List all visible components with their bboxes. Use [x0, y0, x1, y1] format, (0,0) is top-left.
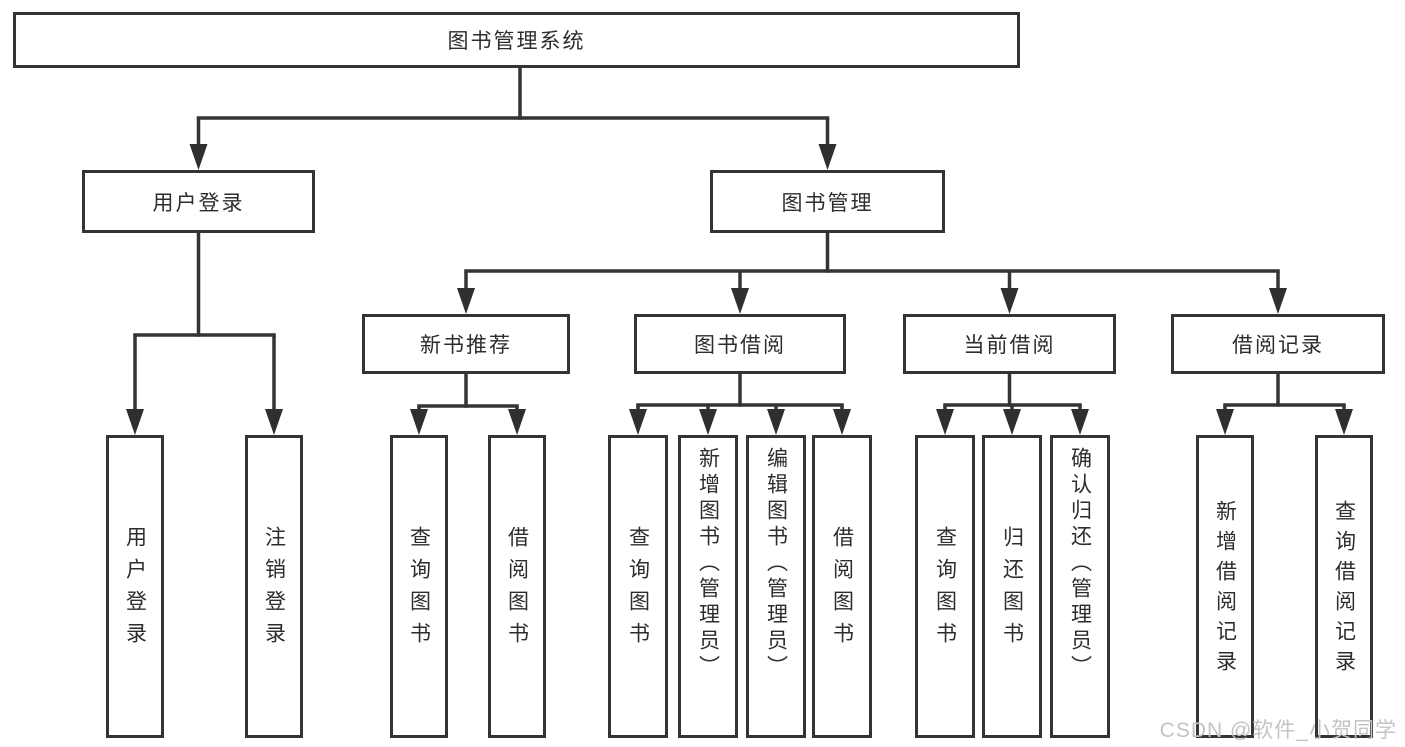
leaf-query-books-newbook: 查询图书: [390, 435, 448, 738]
leaf-logout: 注销登录: [245, 435, 303, 738]
leaf-edit-books-admin: 编辑图书（管理员）: [746, 435, 806, 738]
leaf-borrow-books-newbook: 借阅图书: [488, 435, 546, 738]
leaf-query-books-current: 查询图书: [915, 435, 975, 738]
node-new-book-recommendation: 新书推荐: [362, 314, 570, 374]
node-borrowing-records: 借阅记录: [1171, 314, 1385, 374]
node-book-borrowing: 图书借阅: [634, 314, 846, 374]
arrowhead-group: [126, 144, 1353, 435]
leaf-query-books-borrow: 查询图书: [608, 435, 668, 738]
leaf-add-books-admin: 新增图书（管理员）: [678, 435, 738, 738]
node-root-library-management-system: 图书管理系统: [13, 12, 1020, 68]
node-user-login: 用户登录: [82, 170, 315, 233]
leaf-return-books: 归还图书: [982, 435, 1042, 738]
node-book-management: 图书管理: [710, 170, 945, 233]
leaf-confirm-return-admin: 确认归还（管理员）: [1050, 435, 1110, 738]
leaf-add-borrow-record: 新增借阅记录: [1196, 435, 1254, 738]
leaf-borrow-books-borrow: 借阅图书: [812, 435, 872, 738]
leaf-query-borrow-record: 查询借阅记录: [1315, 435, 1373, 738]
node-current-borrowing: 当前借阅: [903, 314, 1116, 374]
leaf-user-login: 用户登录: [106, 435, 164, 738]
csdn-watermark: CSDN @软件_小贺同学: [1159, 719, 1397, 742]
